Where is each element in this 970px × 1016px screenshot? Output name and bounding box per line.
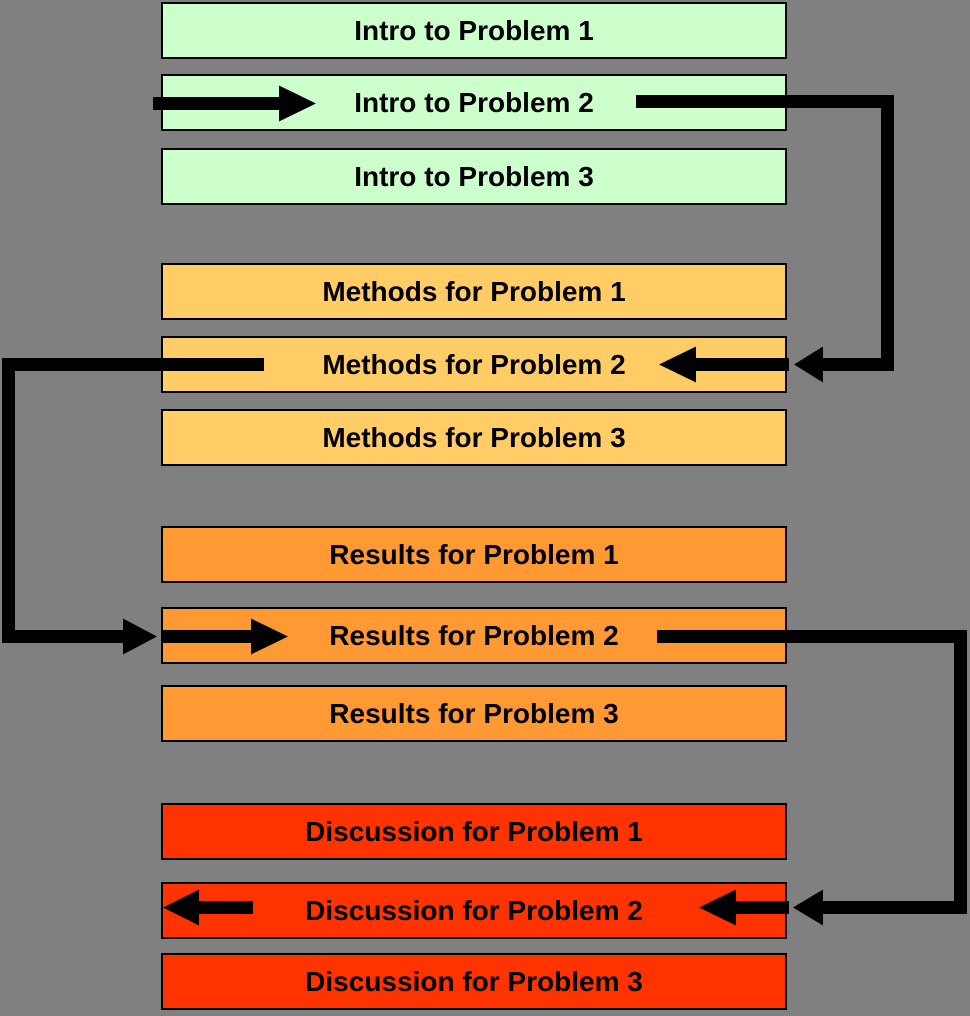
- box-methods-problem-2: Methods for Problem 2: [161, 336, 787, 393]
- box-intro-problem-1: Intro to Problem 1: [161, 2, 787, 59]
- connector-results2-in-horizontal: [2, 630, 123, 643]
- box-label: Discussion for Problem 2: [305, 894, 643, 926]
- box-methods-problem-1: Methods for Problem 1: [161, 263, 787, 320]
- box-results-problem-3: Results for Problem 3: [161, 685, 787, 742]
- arrowhead-methods2-outer-icon: [794, 346, 823, 383]
- box-label: Methods for Problem 2: [322, 348, 626, 380]
- connector-right-vertical-bottom: [954, 630, 967, 914]
- box-results-problem-1: Results for Problem 1: [161, 526, 787, 583]
- box-label: Results for Problem 2: [329, 619, 619, 651]
- box-label: Results for Problem 1: [329, 538, 619, 570]
- box-methods-problem-3: Methods for Problem 3: [161, 409, 787, 466]
- connector-left-vertical: [2, 358, 15, 643]
- arrowhead-discussion2-outer-icon: [793, 889, 823, 926]
- box-intro-problem-3: Intro to Problem 3: [161, 148, 787, 205]
- box-label: Methods for Problem 3: [322, 421, 626, 453]
- connector-right-vertical-top: [881, 95, 894, 371]
- box-label: Results for Problem 3: [329, 697, 619, 729]
- box-label: Intro to Problem 3: [354, 160, 594, 192]
- box-results-problem-2: Results for Problem 2: [161, 607, 787, 664]
- connector-methods2-in-horizontal: [823, 358, 894, 371]
- box-label: Methods for Problem 1: [322, 275, 626, 307]
- box-label: Discussion for Problem 3: [305, 965, 643, 997]
- box-label: Discussion for Problem 1: [305, 815, 643, 847]
- box-label: Intro to Problem 1: [354, 14, 594, 46]
- box-discussion-problem-1: Discussion for Problem 1: [161, 803, 787, 860]
- box-discussion-problem-2: Discussion for Problem 2: [161, 882, 787, 939]
- arrowhead-results2-outer-icon: [123, 618, 157, 655]
- connector-discussion2-in-horizontal: [823, 901, 967, 914]
- box-discussion-problem-3: Discussion for Problem 3: [161, 953, 787, 1010]
- box-label: Intro to Problem 2: [354, 86, 594, 118]
- box-intro-problem-2: Intro to Problem 2: [161, 74, 787, 131]
